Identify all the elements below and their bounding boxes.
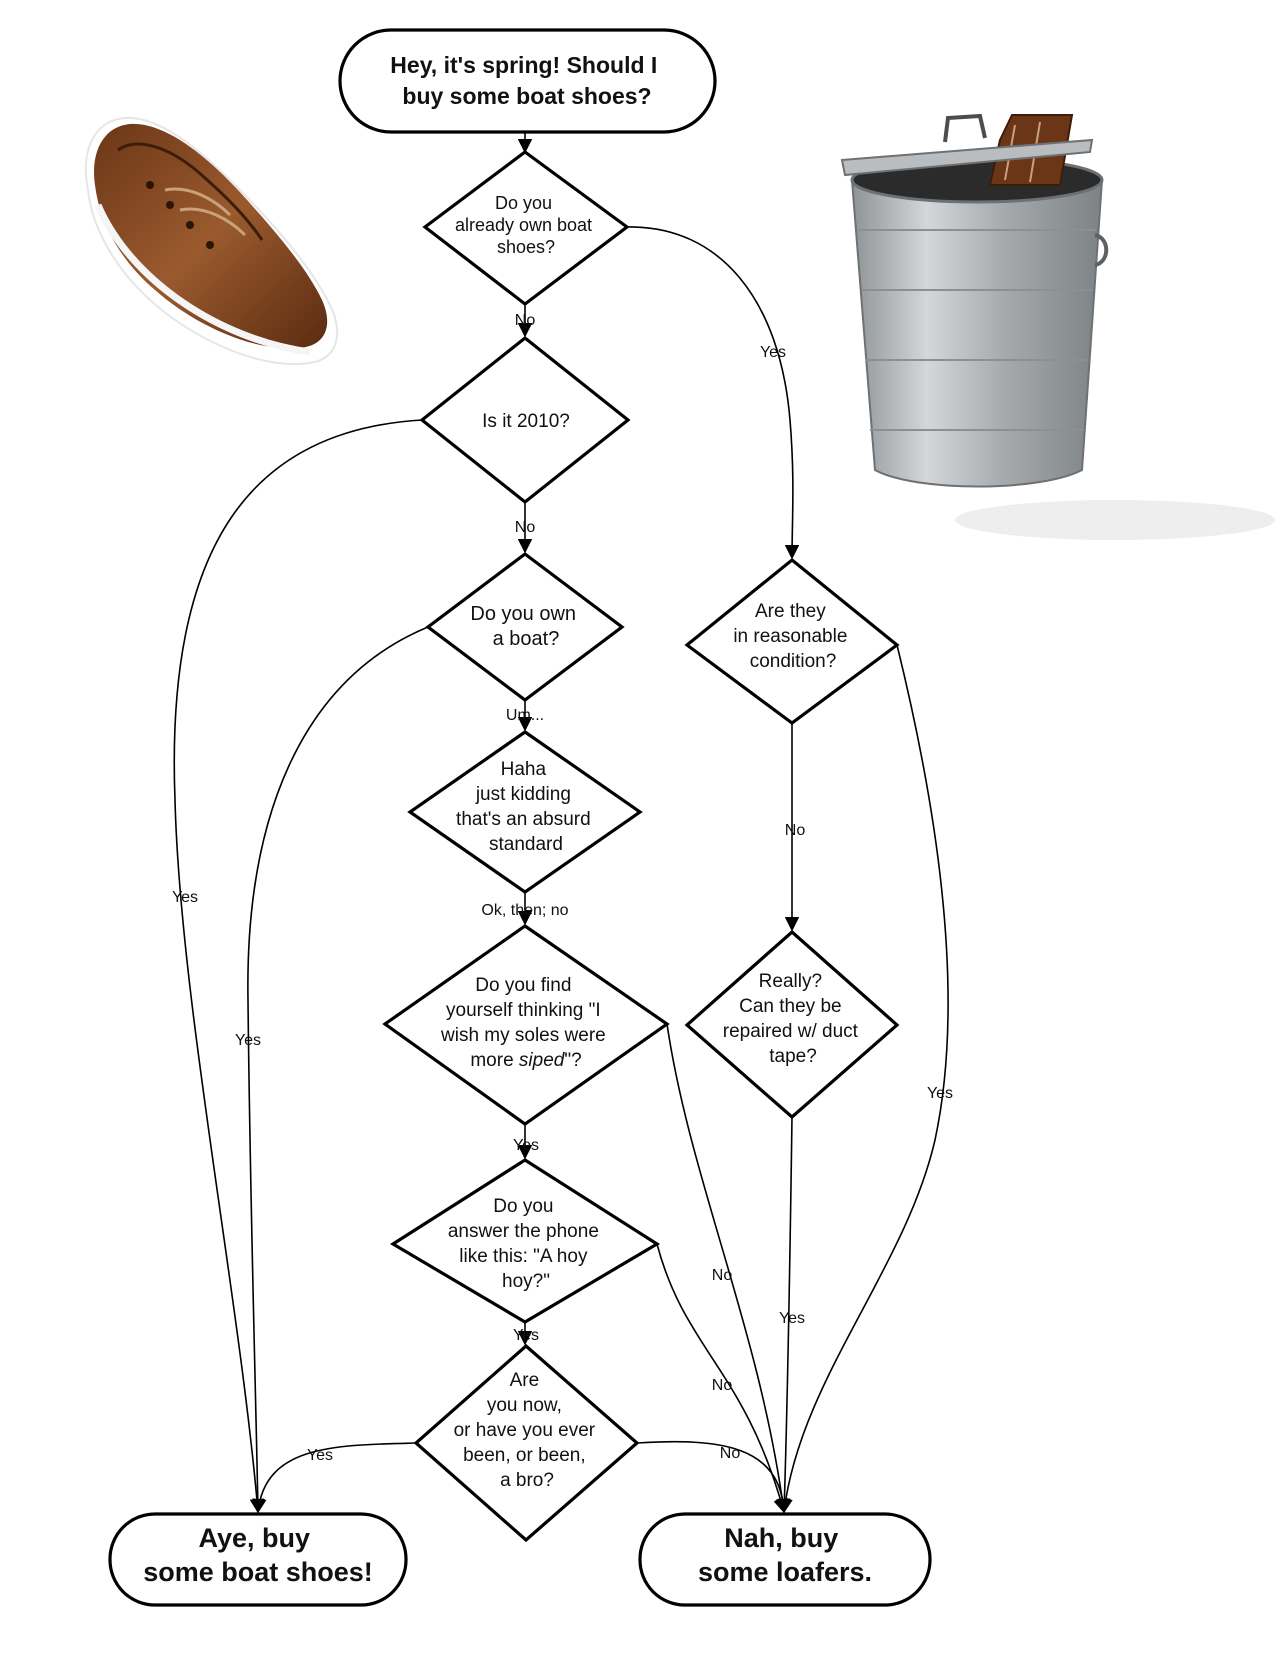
node-line: like this: "A hoy bbox=[459, 1246, 588, 1267]
node-line: some loafers. bbox=[698, 1557, 872, 1587]
node-line: just kidding bbox=[475, 784, 571, 805]
node-line: Do you own bbox=[470, 603, 576, 625]
svg-text:Haha just kidding: Haha just kidding that's an absurd stand… bbox=[456, 759, 596, 855]
node-line: or have you ever bbox=[454, 1420, 596, 1441]
node-line: been, or been, bbox=[463, 1445, 586, 1466]
node-end-buy: Aye, buy some boat shoes! bbox=[108, 1512, 408, 1607]
node-line: a boat? bbox=[493, 628, 560, 650]
edge-label: No bbox=[515, 519, 536, 536]
node-line: a bro? bbox=[500, 1470, 554, 1491]
node-q-bro: Are you now, or have you ever been, or b… bbox=[413, 1343, 640, 1543]
node-q-duct: Really? Can they be repaired w/ duct tap… bbox=[684, 929, 900, 1120]
edge-label: Yes bbox=[779, 1310, 805, 1327]
node-line: Are they bbox=[755, 601, 826, 622]
edge-label: Um... bbox=[506, 707, 544, 724]
svg-text:Nah, buy some loafers.: Nah, buy some loafers. bbox=[698, 1523, 872, 1587]
node-line: Really? bbox=[759, 971, 822, 992]
edge-label: Yes bbox=[513, 1327, 539, 1344]
node-line: Are bbox=[510, 1370, 540, 1391]
node-line: standard bbox=[489, 834, 563, 855]
svg-text:Aye, buy some boat sho: Aye, buy some boat shoes! bbox=[143, 1523, 373, 1587]
edge-label: Yes bbox=[235, 1032, 261, 1049]
edge-label: Yes bbox=[927, 1085, 953, 1102]
node-q-own-boat: Do you own a boat? bbox=[425, 551, 625, 703]
node-line: you now, bbox=[487, 1395, 562, 1416]
node-line: buy some boat shoes? bbox=[402, 83, 651, 109]
node-line: tape? bbox=[769, 1046, 817, 1067]
svg-text:Do you already own boa: Do you already own boat shoes? bbox=[455, 193, 597, 257]
boat-shoe-icon bbox=[84, 116, 338, 366]
svg-text:Do you own a boat?: Do you own a boat? bbox=[470, 603, 581, 650]
node-line: Aye, buy bbox=[198, 1523, 310, 1553]
node-line: already own boat bbox=[455, 215, 592, 235]
node-line: Do you bbox=[495, 193, 552, 213]
node-line: Do you find bbox=[475, 975, 571, 996]
edge-siped-no bbox=[666, 1023, 790, 1514]
node-line: more siped"? bbox=[470, 1050, 581, 1071]
svg-text:Hey, it's spring! Should I: Hey, it's spring! Should I buy some boat… bbox=[390, 52, 663, 109]
node-q-kidding: Haha just kidding that's an absurd stand… bbox=[407, 730, 643, 894]
edge-label: Yes bbox=[760, 344, 786, 361]
edge-2010-yes bbox=[173, 419, 423, 1514]
node-line: Is it 2010? bbox=[482, 411, 570, 432]
node-q-condition: Are they in reasonable condition? bbox=[684, 557, 900, 725]
svg-text:Do you find yourself t: Do you find yourself thinking "I wish my… bbox=[440, 975, 611, 1071]
node-q-2010: Is it 2010? bbox=[419, 335, 631, 505]
edge-label: No bbox=[712, 1267, 733, 1284]
node-line: repaired w/ duct bbox=[723, 1021, 859, 1042]
node-line: Haha bbox=[501, 759, 547, 780]
edge-bro-no bbox=[636, 1440, 791, 1514]
node-line: Can they be bbox=[739, 996, 841, 1017]
node-q-own-shoes: Do you already own boat shoes? bbox=[422, 150, 630, 307]
svg-text:Are you now, o: Are you now, or have you ever been, or b… bbox=[454, 1370, 601, 1491]
edge-label: Yes bbox=[307, 1447, 333, 1464]
edge-label: No bbox=[720, 1445, 741, 1462]
node-line: answer the phone bbox=[448, 1221, 599, 1242]
edge-own-shoes-yes bbox=[626, 226, 800, 560]
edge-own-boat-yes bbox=[247, 626, 429, 1514]
node-q-siped: Do you find yourself thinking "I wish my… bbox=[382, 924, 670, 1126]
node-line: yourself thinking "I bbox=[446, 1000, 601, 1021]
edge-label: Yes bbox=[513, 1137, 539, 1154]
svg-text:Is it 2010?: Is it 2010? bbox=[482, 411, 570, 432]
nodes: Hey, it's spring! Should I buy some boat… bbox=[108, 28, 932, 1607]
node-line: Hey, it's spring! Should I bbox=[390, 52, 657, 78]
edge-bro-yes bbox=[252, 1442, 417, 1514]
edge-duct-yes bbox=[777, 1116, 793, 1514]
node-line: hoy?" bbox=[502, 1271, 550, 1292]
node-start: Hey, it's spring! Should I buy some boat… bbox=[338, 28, 717, 134]
edge-label: Yes bbox=[172, 889, 198, 906]
node-q-phone: Do you answer the phone like this: "A ho… bbox=[389, 1158, 661, 1324]
svg-text:Are they in reasonable: Are they in reasonable condition? bbox=[733, 601, 852, 672]
node-line: wish my soles were bbox=[440, 1025, 606, 1046]
node-line: Nah, buy bbox=[724, 1523, 838, 1553]
edge-label: No bbox=[515, 312, 536, 329]
node-line: shoes? bbox=[497, 237, 555, 257]
svg-text:Really? Can they be: Really? Can they be repaired w/ duct tap… bbox=[723, 971, 863, 1067]
edge-labels: No Yes No Yes Um... Yes Ok, then; no Yes… bbox=[172, 312, 953, 1464]
edge-phone-no bbox=[656, 1243, 788, 1514]
node-line: condition? bbox=[750, 651, 837, 672]
node-line: some boat shoes! bbox=[143, 1557, 373, 1587]
node-line: that's an absurd bbox=[456, 809, 591, 830]
edges bbox=[173, 132, 949, 1514]
trash-can-icon bbox=[840, 113, 1275, 540]
node-line: Do you bbox=[493, 1196, 553, 1217]
node-end-loafers: Nah, buy some loafers. bbox=[638, 1512, 932, 1607]
edge-label: Ok, then; no bbox=[481, 902, 568, 919]
edge-condition-yes bbox=[778, 644, 949, 1514]
edge-label: No bbox=[785, 822, 806, 839]
svg-text:Do you answer the phon: Do you answer the phone like this: "A ho… bbox=[448, 1196, 604, 1292]
edge-label: No bbox=[712, 1377, 733, 1394]
node-line: in reasonable bbox=[733, 626, 847, 647]
